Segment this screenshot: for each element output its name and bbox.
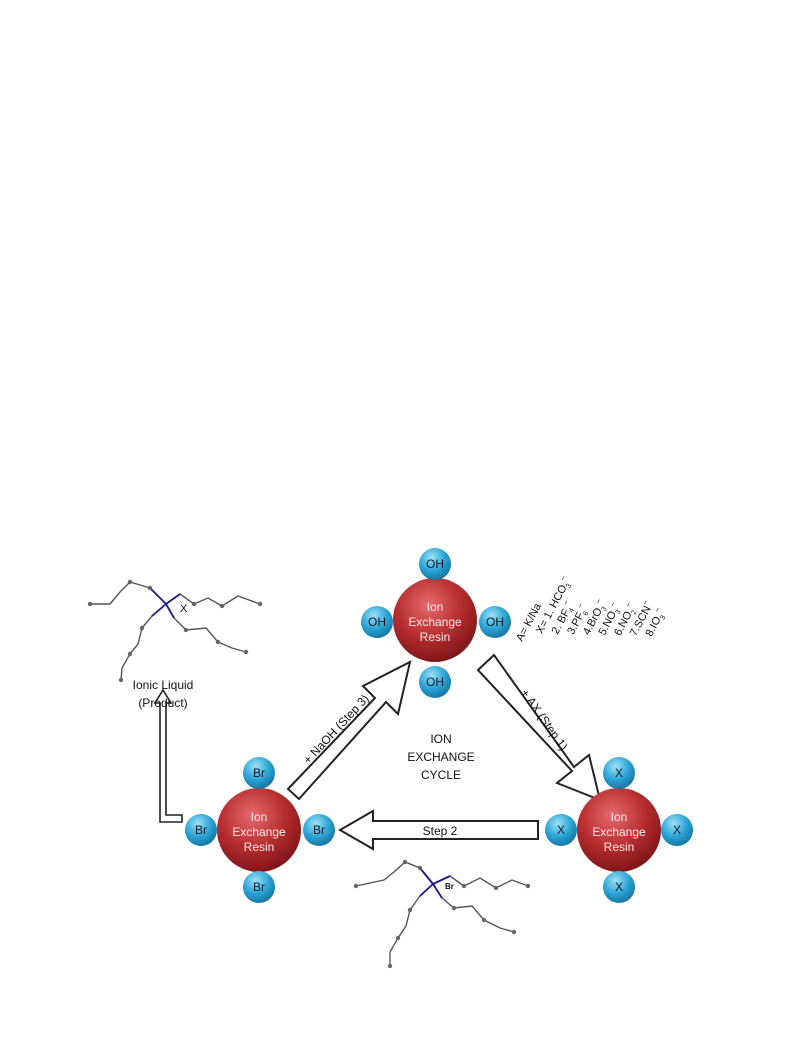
svg-text:EXCHANGE: EXCHANGE	[407, 750, 474, 764]
svg-text:Br: Br	[195, 823, 207, 837]
ion-oh-top: OH	[419, 548, 451, 580]
svg-text:X: X	[615, 766, 623, 780]
ion-br-top: Br	[243, 757, 275, 789]
resin-left: Ion Exchange Resin	[217, 788, 301, 872]
ion-oh-left: OH	[361, 606, 393, 638]
step2-arrow	[337, 809, 539, 851]
step1-arrow	[476, 653, 602, 802]
svg-text:Resin: Resin	[244, 840, 275, 854]
product-anion-label: X	[180, 603, 188, 615]
svg-text:Exchange: Exchange	[592, 825, 646, 839]
product-arrow	[153, 688, 183, 823]
ion-x-left: X	[545, 814, 577, 846]
reactant-anion-label: Br	[445, 882, 454, 891]
svg-text:X: X	[557, 823, 565, 837]
step3-arrow	[286, 660, 412, 801]
svg-text:OH: OH	[368, 615, 386, 629]
anion-list: A= K/Na X= 1. HCO3−2. BF4−3.PF6−4.BrO3−5…	[514, 574, 667, 644]
svg-text:OH: OH	[486, 615, 504, 629]
step2-label: Step 2	[423, 824, 458, 838]
ion-br-bottom: Br	[243, 871, 275, 903]
svg-text:X: X	[673, 823, 681, 837]
ion-x-bottom: X	[603, 871, 635, 903]
bromide-salt-structure: Br	[353, 859, 531, 969]
ion-br-left: Br	[185, 814, 217, 846]
svg-text:Br: Br	[253, 766, 265, 780]
svg-text:(Product): (Product)	[138, 696, 187, 710]
svg-text:Ion: Ion	[251, 810, 268, 824]
svg-text:Resin: Resin	[604, 840, 635, 854]
ion-x-right: X	[661, 814, 693, 846]
cycle-label: ION EXCHANGE CYCLE	[407, 732, 474, 782]
svg-text:Br: Br	[253, 880, 265, 894]
svg-text:Resin: Resin	[420, 630, 451, 644]
svg-text:CYCLE: CYCLE	[421, 768, 461, 782]
svg-text:Ionic Liquid: Ionic Liquid	[133, 678, 194, 692]
svg-text:X: X	[615, 880, 623, 894]
svg-text:ION: ION	[430, 732, 451, 746]
svg-text:Br: Br	[313, 823, 325, 837]
svg-text:OH: OH	[426, 557, 444, 571]
svg-text:Exchange: Exchange	[408, 615, 462, 629]
ion-x-top: X	[603, 757, 635, 789]
ion-br-right: Br	[303, 814, 335, 846]
svg-text:Ion: Ion	[427, 600, 444, 614]
svg-text:Ion: Ion	[611, 810, 628, 824]
resin-right: Ion Exchange Resin	[577, 788, 661, 872]
ionic-liquid-structure: X	[87, 579, 263, 683]
svg-text:Exchange: Exchange	[232, 825, 286, 839]
ion-oh-right: OH	[479, 606, 511, 638]
ion-oh-bottom: OH	[419, 666, 451, 698]
product-label: Ionic Liquid (Product)	[133, 678, 194, 710]
resin-top: Ion Exchange Resin	[393, 578, 477, 662]
svg-text:OH: OH	[426, 675, 444, 689]
